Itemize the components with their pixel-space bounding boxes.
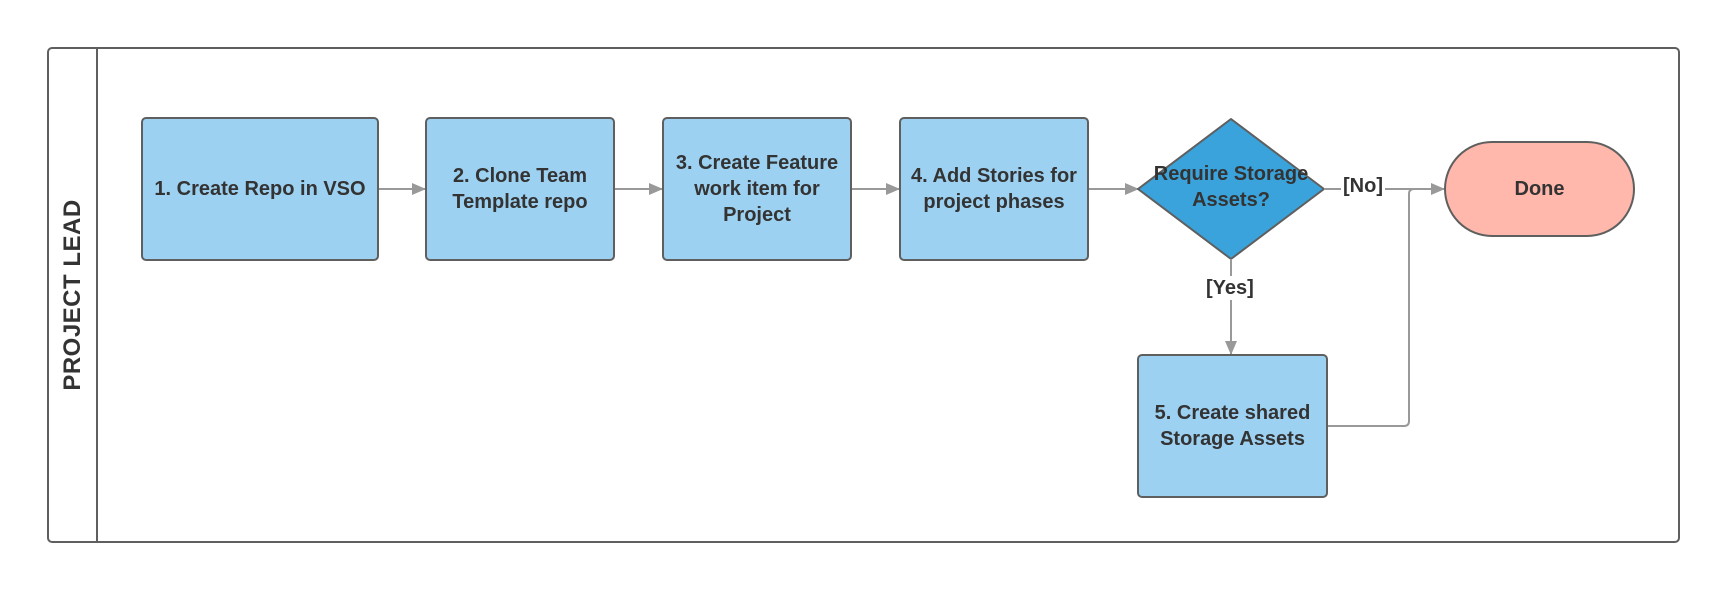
swimlane-header: PROJECT LEAD xyxy=(49,49,98,541)
step-5-label: 5. Create shared Storage Assets xyxy=(1154,402,1311,450)
step-3-create-feature: 3. Create Feature work item for Project xyxy=(662,117,852,261)
step-3-label: 3. Create Feature work item for Project xyxy=(675,152,839,226)
done-terminal: Done xyxy=(1444,141,1635,237)
edge-label-yes: [Yes] xyxy=(1204,276,1256,300)
step-4-label: 4. Add Stories for project phases xyxy=(911,165,1077,213)
step-1-label: 1. Create Repo in VSO xyxy=(154,178,366,200)
step-1-create-repo: 1. Create Repo in VSO xyxy=(141,117,379,261)
step-2-clone-template: 2. Clone Team Template repo xyxy=(425,117,615,261)
edge-label-no: [No] xyxy=(1341,174,1385,198)
decision-label: Require Storage Assets? xyxy=(1153,163,1309,211)
step-5-create-storage: 5. Create shared Storage Assets xyxy=(1137,354,1328,498)
done-label: Done xyxy=(1514,178,1565,200)
connector-5-to-done xyxy=(1328,188,1415,427)
step-2-label: 2. Clone Team Template repo xyxy=(452,165,588,213)
step-4-add-stories: 4. Add Stories for project phases xyxy=(899,117,1089,261)
